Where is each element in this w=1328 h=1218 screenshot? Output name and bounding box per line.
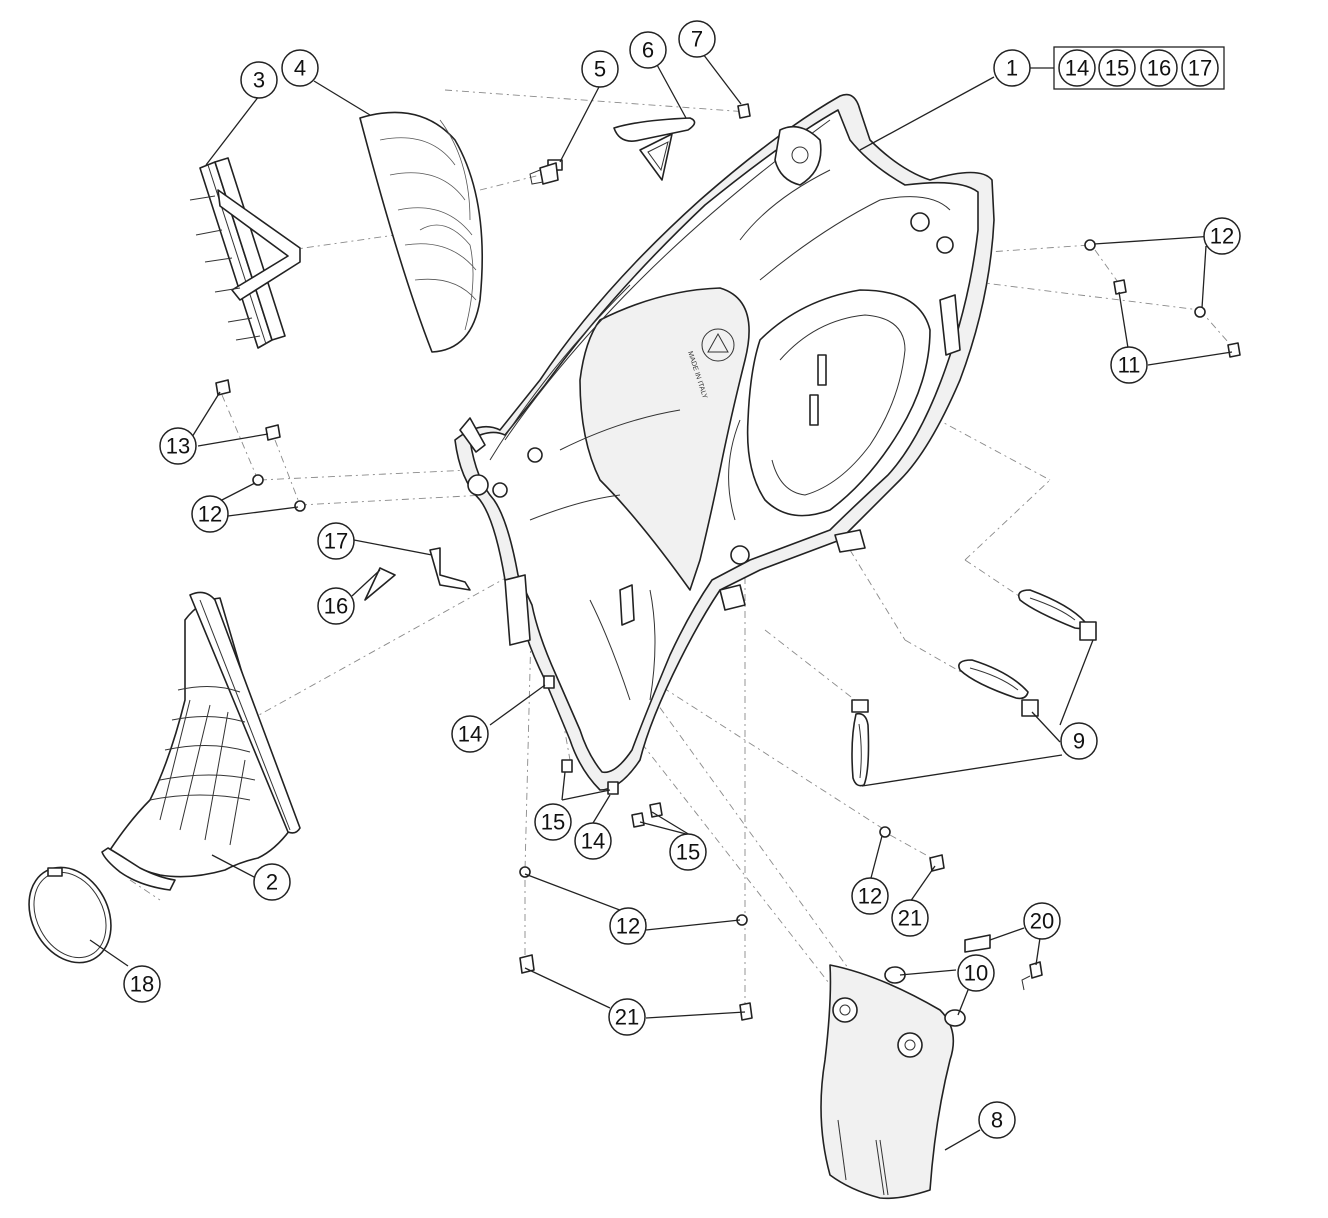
svg-text:17: 17 [324,529,348,554]
svg-text:11: 11 [1118,353,1141,378]
callout-12b: 12 [191,495,229,533]
svg-text:20: 20 [1030,909,1054,934]
kit-callout-16: 16 [1140,49,1178,87]
kit-callout-14: 14 [1058,49,1096,87]
filter-element-part [359,111,484,353]
svg-text:15: 15 [676,840,700,865]
plug-part-5 [529,159,563,185]
svg-text:1: 1 [1006,56,1018,81]
svg-text:2: 2 [266,870,278,895]
small-hardware [215,239,1241,1027]
callout-8: 8 [978,1101,1016,1139]
svg-text:10: 10 [964,961,988,986]
callout-14a: 14 [451,715,489,753]
svg-text:16: 16 [1147,56,1171,81]
svg-text:14: 14 [581,829,605,854]
callout-12c: 12 [851,877,889,915]
kit-callout-15: 15 [1098,49,1136,87]
callout-18: 18 [123,965,161,1003]
callout-13: 13 [159,427,197,465]
callout-11: 11 [1110,346,1148,384]
callout-3: 3 [240,61,278,99]
svg-text:14: 14 [458,722,482,747]
callout-21a: 21 [891,899,929,937]
callout-2: 2 [253,863,291,901]
svg-text:3: 3 [253,68,265,93]
intake-boot-part [101,591,301,891]
callout-4: 4 [281,49,319,87]
svg-text:6: 6 [642,38,654,63]
svg-text:21: 21 [615,1005,639,1030]
svg-text:16: 16 [324,594,348,619]
callout-20: 20 [1023,902,1061,940]
svg-text:8: 8 [991,1108,1003,1133]
svg-text:15: 15 [541,810,565,835]
leader-lines [89,49,1233,1151]
callout-15b: 15 [669,833,707,871]
svg-text:12: 12 [1210,224,1234,249]
callouts: 1 2 3 4 5 6 7 8 9 10 11 12 12 12 12 13 1… [123,20,1241,1139]
wire-clip-part-6 [613,117,696,181]
rubber-strap-1 [1017,589,1097,641]
callout-14b: 14 [574,822,612,860]
callout-12a: 12 [1203,217,1241,255]
callout-16: 16 [317,587,355,625]
callout-6: 6 [629,31,667,69]
callout-5: 5 [581,50,619,88]
svg-text:15: 15 [1105,56,1129,81]
svg-text:4: 4 [294,56,306,81]
clip-part-7 [737,103,751,119]
svg-text:9: 9 [1073,729,1085,754]
svg-text:18: 18 [130,972,154,997]
callout-9: 9 [1060,722,1098,760]
callout-17: 17 [317,522,355,560]
callout-21b: 21 [608,998,646,1036]
callout-7: 7 [678,20,716,58]
airbox-housing-part: MADE IN ITALY [454,93,995,791]
callout-10: 10 [957,954,995,992]
rubber-strap-2 [958,659,1039,717]
callout-12d: 12 [609,907,647,945]
svg-text:17: 17 [1188,56,1212,81]
hose-clamp-part [28,866,112,964]
kit-box: 14 15 16 17 [1053,46,1225,90]
callout-1: 1 [993,49,1031,87]
deflector-part [820,964,955,1200]
svg-text:12: 12 [616,914,640,939]
svg-text:5: 5 [594,57,606,82]
svg-text:7: 7 [691,27,703,52]
svg-text:14: 14 [1065,56,1089,81]
svg-text:12: 12 [198,502,222,527]
filter-frame-part [189,157,301,349]
svg-text:21: 21 [898,906,922,931]
svg-text:12: 12 [858,884,882,909]
rubber-strap-3 [851,699,870,787]
svg-text:13: 13 [166,434,190,459]
callout-15a: 15 [534,803,572,841]
kit-callout-17: 17 [1181,49,1219,87]
